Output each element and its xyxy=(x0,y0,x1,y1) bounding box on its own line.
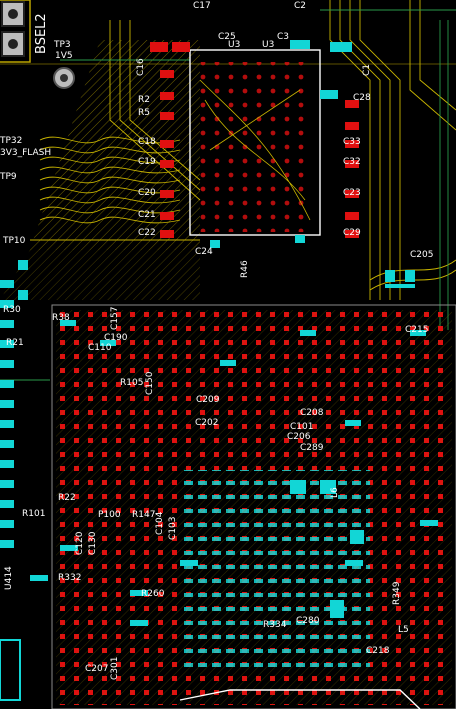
label-c206: C206 xyxy=(287,432,311,442)
label-c16: C16 xyxy=(136,58,146,76)
label-tp10: TP10 xyxy=(3,236,26,246)
cap-column-left[interactable] xyxy=(150,42,190,238)
label-c25: C25 xyxy=(218,32,236,42)
label-c301: C301 xyxy=(110,656,120,680)
label-c215: C215 xyxy=(405,325,429,335)
label-c218: C218 xyxy=(366,646,390,656)
label-c101: C101 xyxy=(290,422,314,432)
label-r21: R21 xyxy=(6,338,24,348)
label-c1: C1 xyxy=(362,63,372,76)
label-r2: R2 xyxy=(138,95,150,105)
label-c207: C207 xyxy=(85,664,109,674)
label-c24: C24 xyxy=(195,247,213,257)
label-c157: C157 xyxy=(110,306,120,330)
copper-pour-hatch xyxy=(0,40,200,300)
label-c110: C110 xyxy=(88,343,112,353)
mounting-pads[interactable] xyxy=(1,1,75,89)
label-r147: R147 xyxy=(132,510,156,520)
label-r334: R334 xyxy=(263,620,287,630)
label-c190: C190 xyxy=(104,333,128,343)
label-c20: C20 xyxy=(138,188,156,198)
label-c103: C103 xyxy=(168,516,178,540)
board-edge-bottom xyxy=(0,639,421,709)
label-c104: C104 xyxy=(155,511,165,535)
label-c22: C22 xyxy=(138,228,156,238)
label-c130: C130 xyxy=(88,531,98,555)
label-c280: C280 xyxy=(296,616,320,626)
label-c3: C3 xyxy=(277,32,290,42)
chip-u3-outline[interactable] xyxy=(189,49,321,236)
label-c120: C120 xyxy=(75,531,85,555)
label-c208: C208 xyxy=(300,408,324,418)
label-r260: R260 xyxy=(141,589,165,599)
traces-green xyxy=(0,9,456,381)
label-tp32: TP32 xyxy=(0,136,23,146)
label-l6: L6 xyxy=(330,487,340,498)
label-r5: R5 xyxy=(138,108,150,118)
label-r332: R332 xyxy=(58,573,82,583)
edge-connector-left[interactable] xyxy=(0,260,28,548)
label-p100: P100 xyxy=(98,510,121,520)
label-1v5: 1V5 xyxy=(55,51,73,61)
label-r38: R38 xyxy=(52,313,70,323)
label-c33: C33 xyxy=(343,137,361,147)
label-u3-a: U3 xyxy=(228,40,241,50)
label-c289: C289 xyxy=(300,443,324,453)
label-u414: U414 xyxy=(4,566,14,590)
label-c150: C150 xyxy=(145,371,155,395)
bga-cyan-parts[interactable] xyxy=(30,320,438,626)
bga-region[interactable] xyxy=(51,304,456,709)
label-c2: C2 xyxy=(294,1,307,11)
label-tp9: TP9 xyxy=(0,172,17,182)
label-c28: C28 xyxy=(353,93,371,103)
label-c202: C202 xyxy=(195,418,219,428)
label-u3-b: U3 xyxy=(262,40,275,50)
label-r349: R349 xyxy=(392,581,402,605)
label-c209: C209 xyxy=(196,395,220,405)
cyan-pads-top[interactable] xyxy=(210,40,415,288)
label-3v3-flash: 3V3_FLASH xyxy=(0,148,52,158)
label-r46: R46 xyxy=(240,260,250,278)
label-r30: R30 xyxy=(3,305,21,315)
label-c21: C21 xyxy=(138,210,156,220)
label-c18: C18 xyxy=(138,137,156,147)
traces-right xyxy=(329,0,456,300)
label-l5: L5 xyxy=(398,625,409,635)
label-c23: C23 xyxy=(343,188,361,198)
label-c29: C29 xyxy=(343,228,361,238)
label-r105: R105 xyxy=(120,378,144,388)
label-c32: C32 xyxy=(343,157,361,167)
label-c19: C19 xyxy=(138,157,156,167)
label-r101: R101 xyxy=(22,509,46,519)
label-r22: R22 xyxy=(58,493,76,503)
cap-column-right[interactable] xyxy=(345,100,359,238)
label-c205: C205 xyxy=(410,250,434,260)
label-bsel2: BSEL2 xyxy=(34,13,49,54)
label-c17: C17 xyxy=(193,1,211,11)
label-tp3: TP3 xyxy=(54,40,71,50)
